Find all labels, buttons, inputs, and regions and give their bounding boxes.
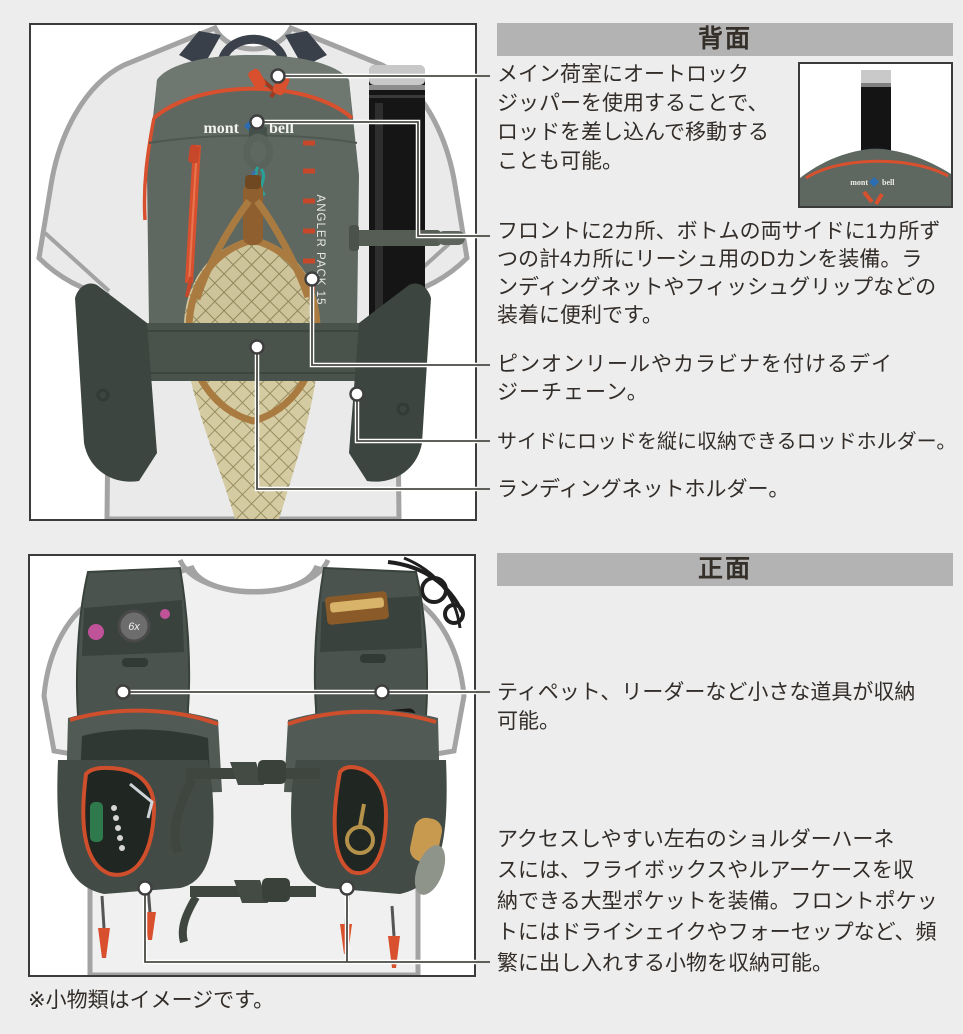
spoon-lure-item — [414, 845, 446, 895]
bottle-item — [90, 802, 103, 842]
logo-text-bell: bell — [269, 120, 294, 137]
annotation-tippet-pockets: ティペット、リーダーなど小さな道具が収納 可能。 — [497, 681, 916, 733]
back-section-header: 背面 — [497, 23, 953, 56]
front-pocket-zipper — [185, 144, 201, 298]
footnote: ※小物類はイメージです。 — [28, 989, 275, 1012]
annotation-autolock-zipper: メイン荷室にオートロック ジッパーを使用することで、 ロッドを差し込んで移動する… — [497, 63, 769, 173]
annotation-d-rings: フロントに2カ所、ボトムの両サイドに1カ所ず つの計4カ所にリーシュ用のDカンを… — [497, 220, 941, 327]
back-view-illustration: mont bell ANGLER PACK 15 — [36, 25, 470, 519]
right-lower-pocket — [291, 760, 447, 895]
rod-insert-inset-photo: mont bell — [798, 62, 953, 208]
inset-logo-diamond-icon — [869, 177, 879, 187]
forceps-ring-item — [345, 825, 375, 855]
annotation-net-holder: ランディングネットホルダー。 — [497, 478, 790, 501]
carry-handle — [218, 34, 288, 61]
annotation-rod-holder: サイドにロッドを縦に収納できるロッドホルダー。 — [497, 431, 957, 453]
back-view-photo: mont bell ANGLER PACK 15 — [29, 23, 477, 521]
front-section-header: 正面 — [497, 553, 953, 586]
annotation-harness-pockets: アクセスしやすい左右のショルダーハーネ スには、フライボックスやルアーケースを収… — [497, 828, 938, 975]
net-cords — [387, 556, 465, 629]
chain-item — [111, 805, 125, 851]
tippet-spool-pocket: 6x — [82, 600, 184, 667]
tippet-spool-label: 6x — [128, 621, 140, 633]
pack-model-text: ANGLER PACK 15 — [314, 195, 326, 306]
vest-left-half: 6x — [57, 566, 222, 958]
top-zipper-accent — [152, 86, 354, 120]
inset-logo-bell: bell — [882, 178, 895, 187]
front-view-photo: 6x — [28, 554, 476, 977]
leader-packet-pocket — [320, 591, 422, 663]
inset-rod-tube-illustration: mont bell — [800, 70, 951, 206]
left-lower-pocket — [57, 760, 214, 894]
front-view-illustration: 6x — [41, 556, 467, 975]
net-holder-band — [139, 323, 369, 381]
shoulder-straps — [179, 31, 327, 67]
annotation-daisy-chain: ピンオンリールやカラビナを付けるデイ ジーチェーン。 — [497, 353, 893, 404]
logo-text-mont: mont — [203, 120, 239, 137]
d-kan-loop-left — [96, 388, 110, 402]
clear-case-item — [129, 782, 154, 819]
inset-logo-mont: mont — [850, 178, 868, 187]
